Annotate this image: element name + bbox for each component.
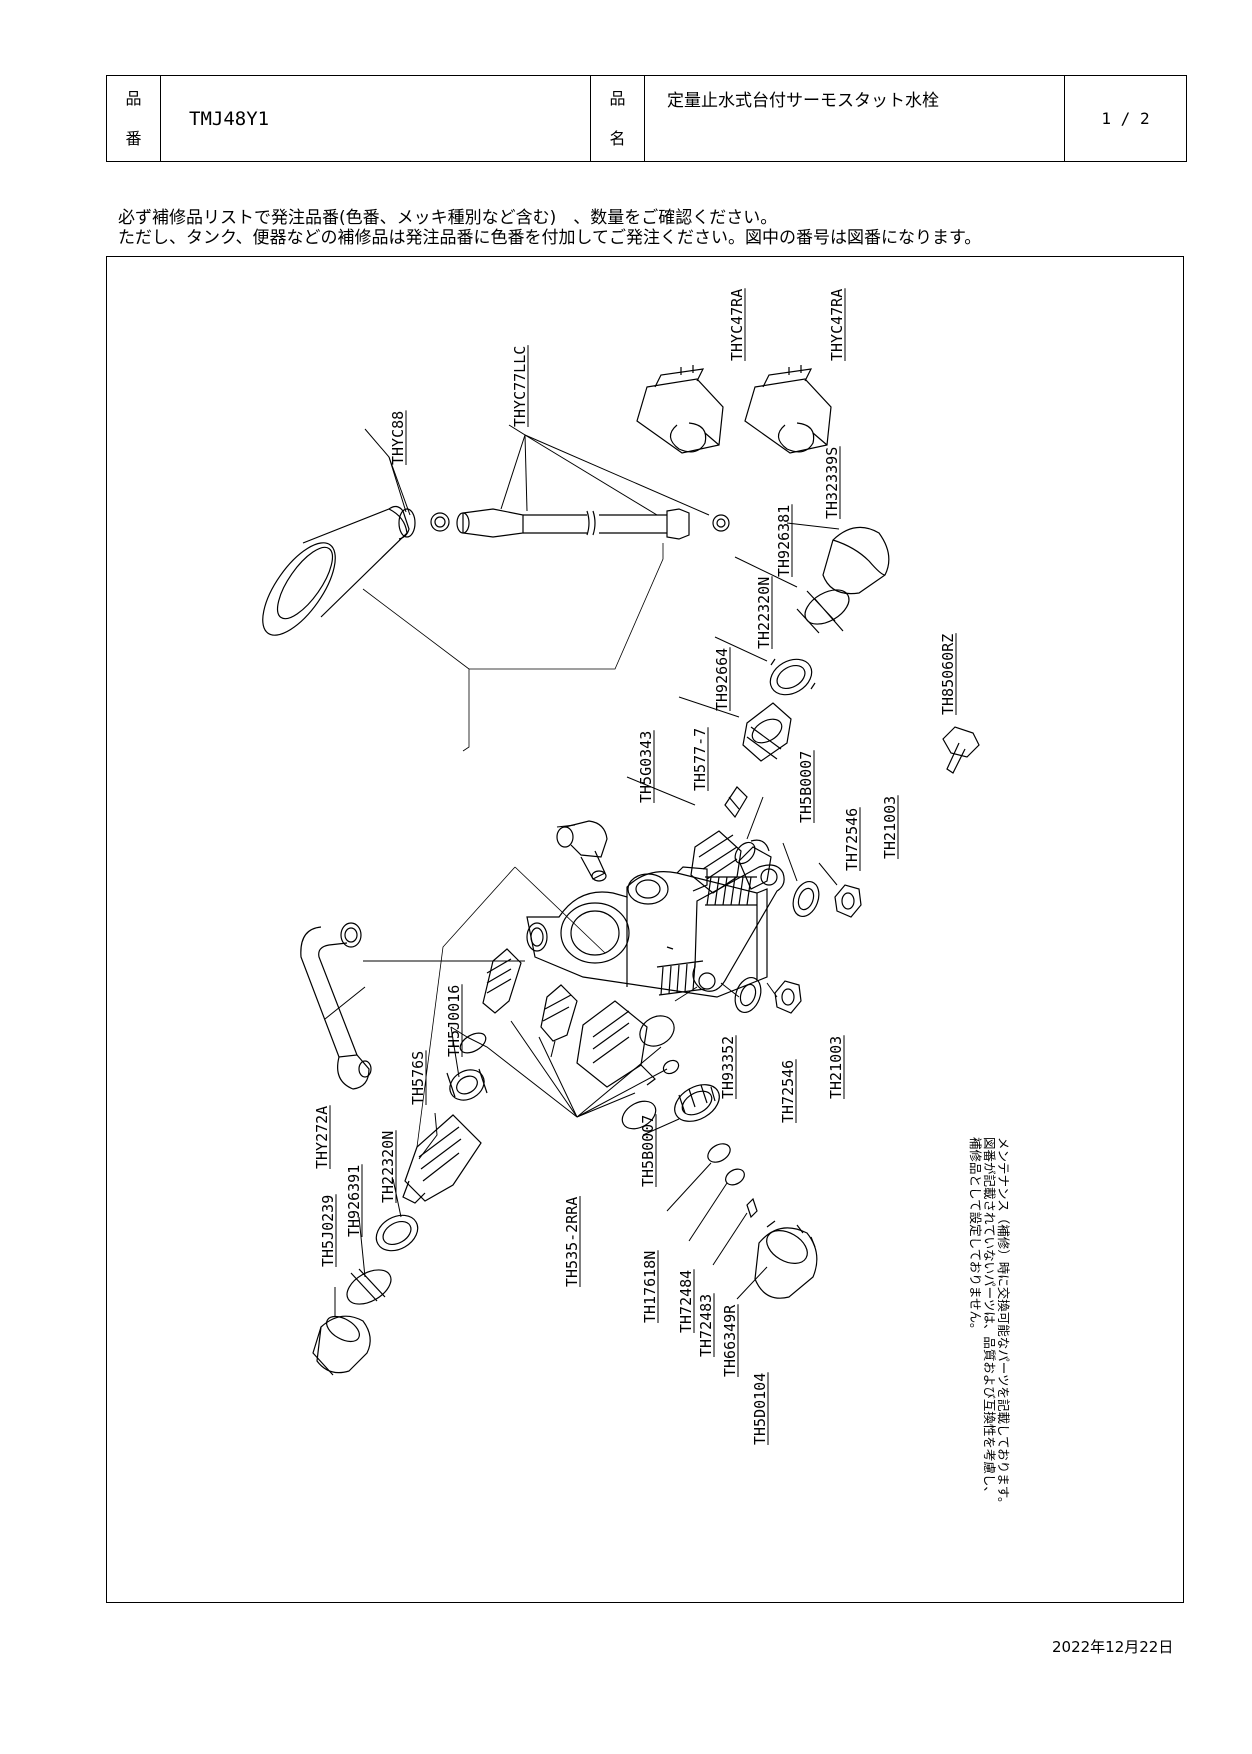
maintenance-note: メンテナンス（補修）時に交換可能なパーツを記載しております。 図番が記載されてい… xyxy=(968,1137,1011,1510)
part-label-thyc77llc: THYC77LLC xyxy=(511,346,529,427)
check-valve-th5b0007-upper xyxy=(734,839,772,890)
part-label-th17618n: TH17618N xyxy=(641,1251,659,1323)
product-name: 定量止水式台付サーモスタット水栓 xyxy=(644,75,1065,162)
part-label-th66349r: TH66349R xyxy=(721,1304,739,1377)
page-indicator: 1 / 2 xyxy=(1064,75,1187,162)
spout-thy272a xyxy=(300,922,372,1090)
oring-right xyxy=(639,1015,675,1047)
part-label-th22320n-a: TH22320N xyxy=(755,577,773,649)
notice-line-2: ただし、タンク、便器などの補修品は発注品番に色番を付加してご発注ください。図中の… xyxy=(118,228,982,248)
small-oring-right xyxy=(662,1059,680,1075)
check-valve-th5j0016 xyxy=(446,948,522,1101)
stud-lower xyxy=(656,960,706,996)
note-line-1: メンテナンス（補修）時に交換可能なパーツを記載しております。 xyxy=(996,1137,1011,1510)
ring-th926391 xyxy=(346,1268,392,1305)
product-number: TMJ48Y1 xyxy=(160,75,591,162)
part-label-th32339s: TH32339S xyxy=(823,447,841,519)
part-label-th5j0239: TH5J0239 xyxy=(319,1195,337,1267)
part-label-th21003-a: TH21003 xyxy=(881,796,899,859)
part-label-th5b0007-a: TH5B0007 xyxy=(797,751,815,823)
part-label-th926391: TH926391 xyxy=(345,1165,363,1237)
stop-knob xyxy=(822,526,890,595)
washer-th72546-lower xyxy=(734,976,762,1014)
mounting-plate-th93352 xyxy=(692,864,785,992)
stud-upper xyxy=(705,876,757,906)
notice-line-1: 必ず補修品リストで発注品番(色番、メッキ種別など含む) 、数量をご確認ください。 xyxy=(118,208,778,228)
pin-th66349r xyxy=(746,1197,758,1219)
part-label-th5j0016: TH5J0016 xyxy=(445,985,463,1057)
nut-th22320n-upper xyxy=(769,658,816,696)
part-label-th92664: TH92664 xyxy=(713,648,731,711)
note-line-3: 補修品として設定しておりません。 xyxy=(968,1137,983,1336)
part-label-th72546-a: TH72546 xyxy=(843,808,861,871)
part-label-th72483: TH72483 xyxy=(697,1294,715,1357)
valve-body xyxy=(526,866,768,998)
thermo-cartridge xyxy=(576,1000,657,1130)
part-label-th5b0007-b: TH5B0007 xyxy=(639,1115,657,1187)
ring-th72483 xyxy=(725,1168,745,1186)
key-th85060rz xyxy=(942,726,980,774)
part-label-thy272a: THY272A xyxy=(313,1106,331,1169)
part-label-th577-7: TH577-7 xyxy=(691,728,709,791)
part-label-th72546-b: TH72546 xyxy=(779,1060,797,1123)
check-valve-th5b0007-lower xyxy=(540,984,578,1042)
shower-head xyxy=(262,505,450,636)
cartridge-th576s xyxy=(402,1114,482,1204)
fitting-th92664 xyxy=(742,702,792,762)
part-label-th5g0343: TH5G0343 xyxy=(637,731,655,803)
note-line-2: 図番が記載されていないパーツは、品質および互換性を考慮し、 xyxy=(982,1137,997,1499)
part-label-thyc88: THYC88 xyxy=(389,411,407,465)
adapter-th17618n xyxy=(674,1084,720,1122)
washer-th72546-upper xyxy=(792,880,820,918)
part-label-th21003-b: TH21003 xyxy=(827,1036,845,1099)
part-label-th22320n-b: TH22320N xyxy=(379,1131,397,1203)
ring-th926381 xyxy=(796,589,850,634)
part-label-th5d0104: TH5D0104 xyxy=(751,1373,769,1445)
part-label-th926381: TH926381 xyxy=(775,505,793,577)
part-label-th576s: TH576S xyxy=(409,1051,427,1105)
part-label-th535-2rra: TH535-2RRA xyxy=(563,1197,581,1287)
part-label-th85060rz: TH85060RZ xyxy=(939,634,957,715)
elbow-th5g0343 xyxy=(556,820,608,882)
clip-th72484 xyxy=(707,1143,731,1163)
part-label-thyc47ra-1: THYC47RA xyxy=(728,289,746,361)
nut-th21003-upper xyxy=(834,884,862,918)
issue-date: 2022年12月22日 xyxy=(1052,1638,1174,1656)
handle-th5j0239 xyxy=(312,1315,371,1376)
hose-bracket-2 xyxy=(744,365,832,454)
nut-th21003-lower xyxy=(774,980,802,1014)
header-table: 品 番 TMJ48Y1 品 名 定量止水式台付サーモスタット水栓 1 / 2 xyxy=(106,75,1187,162)
product-number-label: 品 番 xyxy=(106,75,161,162)
part-label-thyc47ra-2: THYC47RA xyxy=(828,289,846,361)
nut-th22320n-lower xyxy=(375,1214,419,1252)
part-label-th93352: TH93352 xyxy=(719,1036,737,1099)
shower-hose xyxy=(456,508,730,540)
product-name-label: 品 名 xyxy=(590,75,645,162)
part-label-th72484: TH72484 xyxy=(677,1270,695,1333)
handle-th5d0104 xyxy=(754,1220,818,1299)
hose-bracket-1 xyxy=(636,365,724,454)
